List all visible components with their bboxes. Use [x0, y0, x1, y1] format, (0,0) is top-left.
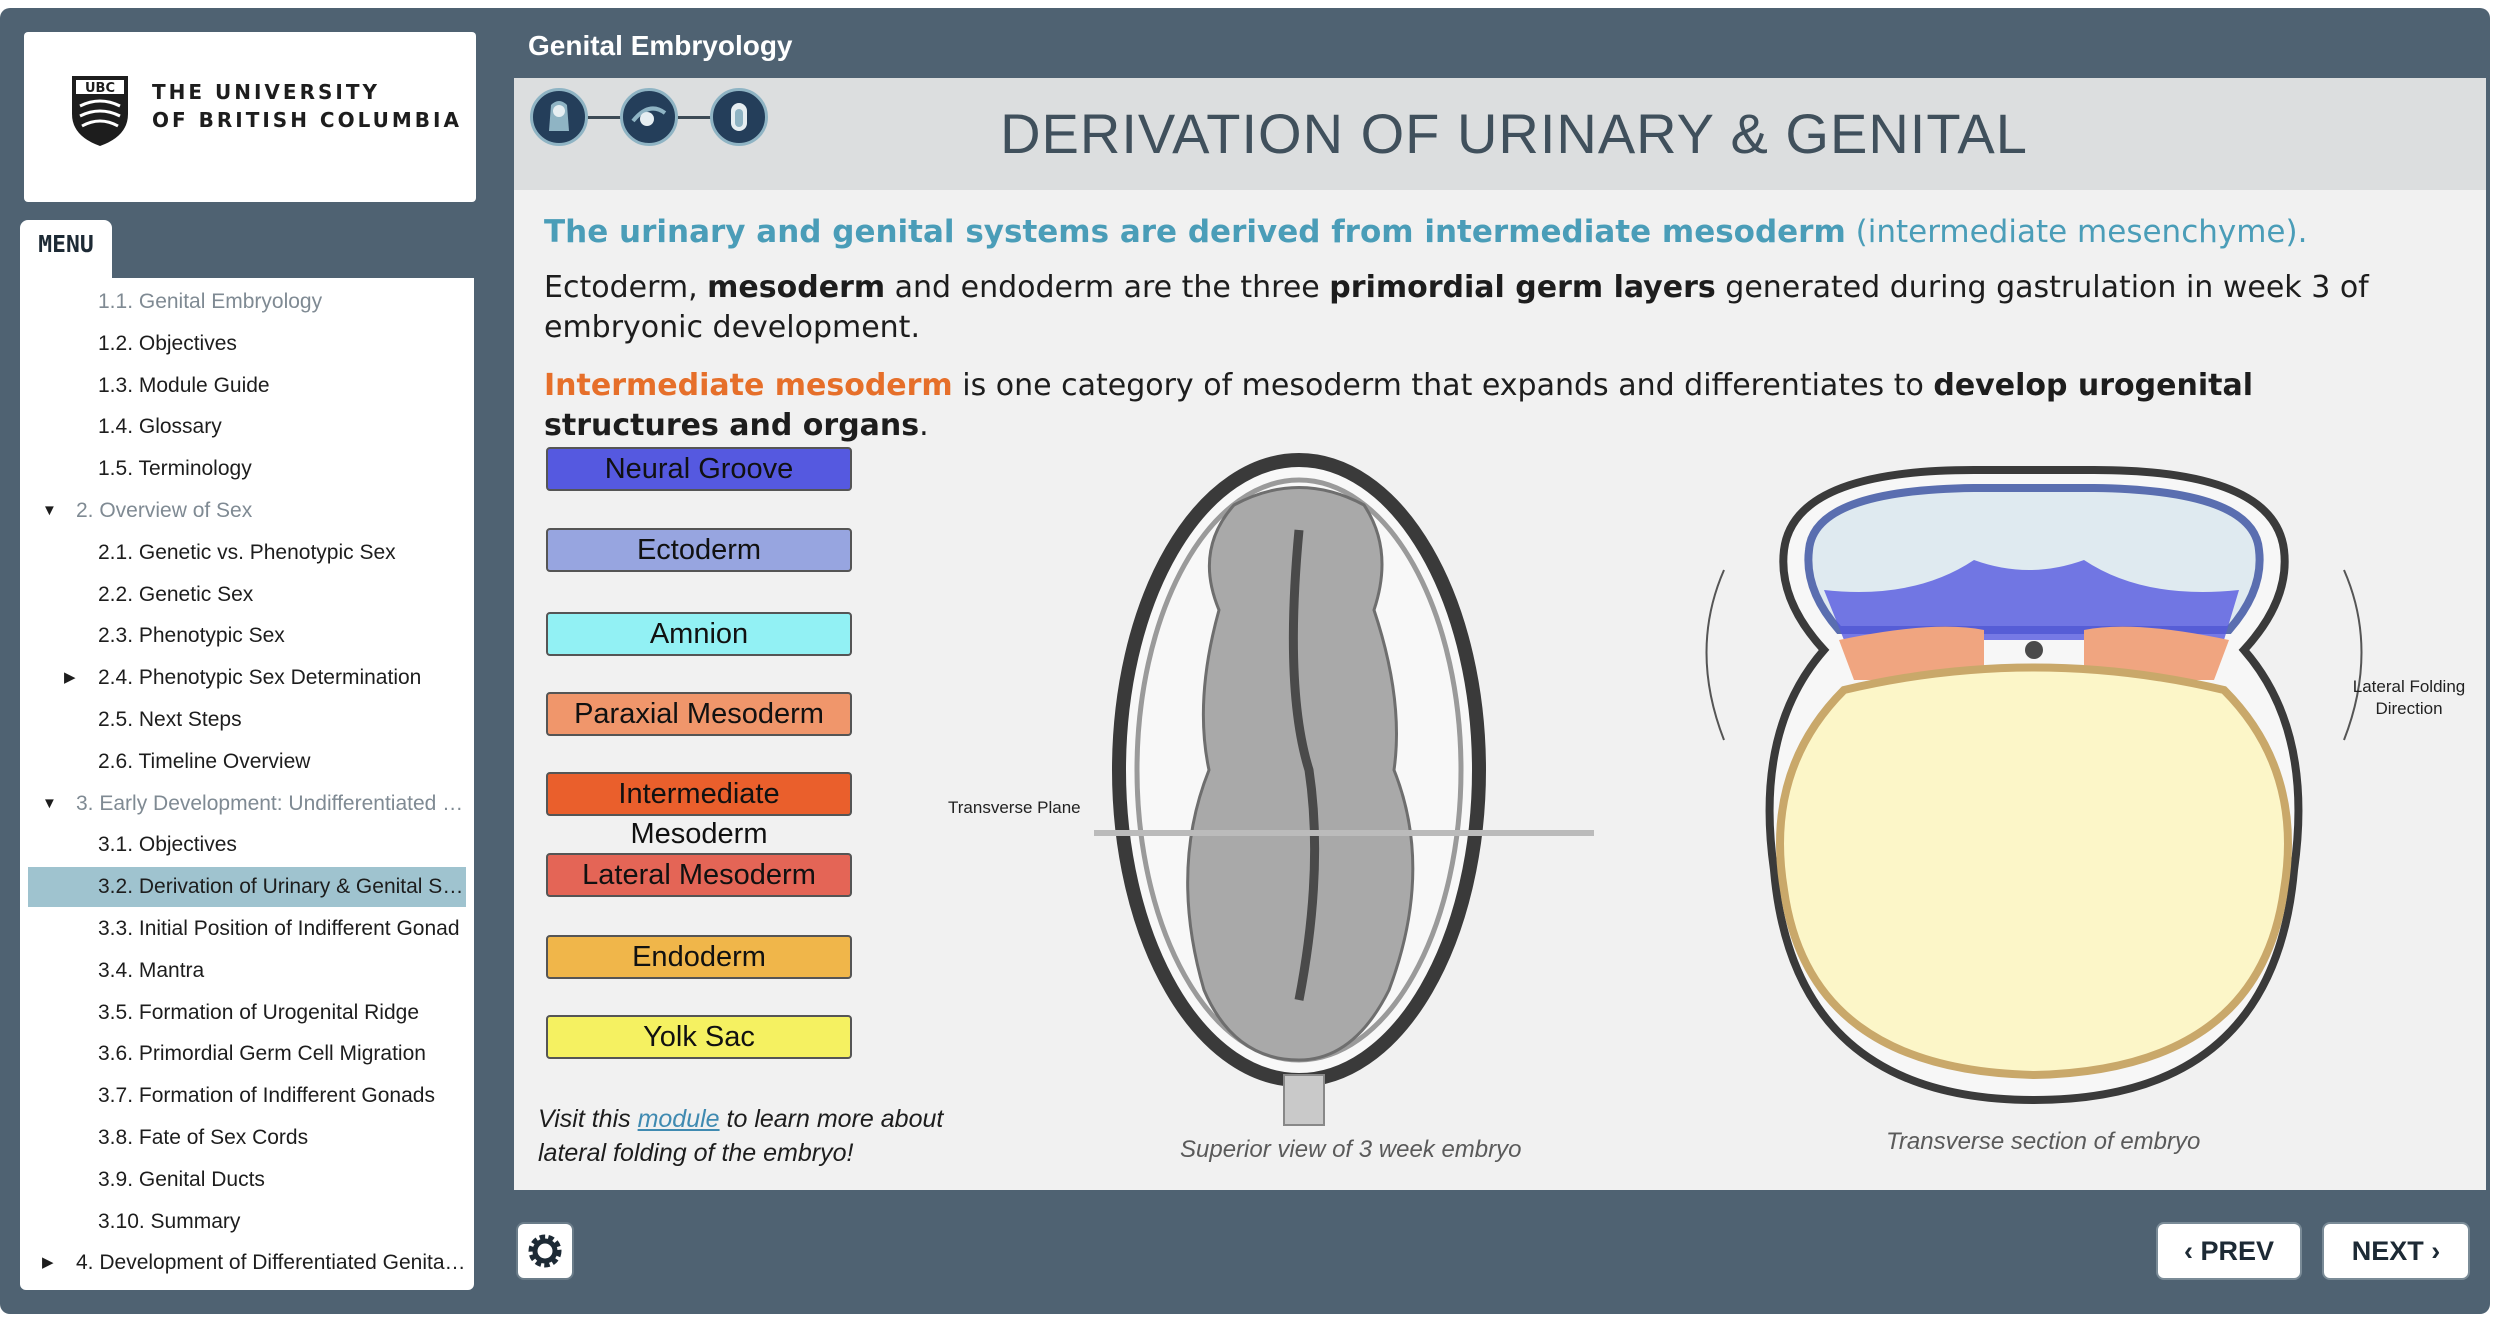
menu-item-label: 3.8. Fate of Sex Cords [98, 1126, 309, 1149]
legend-button[interactable]: Ectoderm [546, 528, 852, 572]
content-area: The urinary and genital systems are deri… [514, 190, 2486, 1190]
visit-note: Visit this module to learn more about la… [538, 1105, 944, 1167]
germ-cell-icon[interactable] [620, 88, 678, 146]
lateral-folding-label: Lateral Folding Direction [2352, 677, 2466, 718]
menu-item[interactable]: 3.8. Fate of Sex Cords [28, 1118, 466, 1158]
menu-item[interactable]: 2.1. Genetic vs. Phenotypic Sex [28, 533, 466, 573]
menu-item-label: 2.6. Timeline Overview [98, 749, 311, 773]
settings-button[interactable] [516, 1222, 574, 1280]
menu-item-label: 2.2. Genetic Sex [98, 582, 254, 606]
menu-item-label: 1.2. Objectives [98, 331, 237, 355]
menu-item-label: 2.5. Next Steps [98, 708, 242, 731]
legend-button[interactable]: Neural Groove [546, 447, 852, 491]
menu-item[interactable]: 3.2. Derivation of Urinary & Genital Sys… [28, 867, 466, 908]
menu-item-label: 1.4. Glossary [98, 415, 222, 439]
menu-item-label: 2.3. Phenotypic Sex [98, 624, 285, 648]
menu-item-label: 3.3. Initial Position of Indifferent Gon… [98, 917, 460, 940]
menu-item-label: 1.1. Genital Embryology [98, 290, 323, 313]
crest-text: UBC [85, 81, 115, 96]
transverse-section-figure [1705, 466, 2363, 1105]
breadcrumb: Genital Embryology [528, 30, 793, 61]
university-name: THE UNIVERSITY OF BRITISH COLUMBIA [152, 80, 462, 132]
germ-layer-paragraph: Ectoderm, mesoderm and endoderm are the … [544, 270, 2369, 345]
expand-caret-icon[interactable]: ▼ [42, 794, 57, 812]
menu-item-label: 1.3. Module Guide [98, 373, 270, 397]
expand-caret-icon[interactable]: ▼ [42, 502, 57, 519]
figure1-caption: Superior view of 3 week embryo [1180, 1136, 1522, 1163]
menu-item-label: 3.4. Mantra [98, 958, 205, 982]
menu-item-label: 1.5. Terminology [98, 457, 252, 481]
transverse-plane-label: Transverse Plane [948, 798, 1081, 817]
page-title: DERIVATION OF URINARY & GENITAL SYSTEMS [1000, 102, 2028, 277]
menu-item[interactable]: 3.10. Summary [28, 1202, 466, 1242]
legend-button[interactable]: Lateral Mesoderm [546, 853, 852, 897]
menu-item[interactable]: 2.6. Timeline Overview [28, 742, 466, 782]
menu-item-label: 2.4. Phenotypic Sex Determination [98, 666, 422, 690]
menu-item[interactable]: ▼ 3. Early Development: Undifferentiated … [28, 784, 466, 824]
menu-item[interactable]: 1.3. Module Guide [28, 366, 466, 406]
collapse-caret-icon[interactable]: ▶ [42, 1254, 54, 1272]
menu-item[interactable]: 2.5. Next Steps [28, 700, 466, 740]
university-logo: UBC THE UNIVERSITY OF BRITISH COLUMBIA [24, 32, 476, 202]
menu-item[interactable]: ▶ 4. Development of Differentiated Genita… [28, 1243, 466, 1283]
menu-item-label: 3.5. Formation of Urogenital Ridge [98, 1000, 419, 1024]
menu-item[interactable]: 1.2. Objectives [28, 324, 466, 364]
menu-item[interactable]: ▼ 2. Overview of Sex [28, 491, 466, 531]
menu-item-label: 3.10. Summary [98, 1209, 241, 1233]
menu-item[interactable]: 3.5. Formation of Urogenital Ridge [28, 993, 466, 1033]
menu-item[interactable]: 3.9. Genital Ducts [28, 1160, 466, 1200]
ubc-crest-icon: UBC [72, 76, 128, 146]
menu-item-label: 3.7. Formation of Indifferent Gonads [98, 1084, 435, 1108]
menu-item[interactable]: 1.1. Genital Embryology [28, 282, 466, 322]
menu-item-label: 3.9. Genital Ducts [98, 1167, 265, 1191]
menu-item-label: 3.1. Objectives [98, 833, 237, 857]
module-link[interactable]: module [637, 1105, 720, 1133]
legend-button[interactable]: Paraxial Mesoderm [546, 692, 852, 736]
intro-sentence: The urinary and genital systems are deri… [544, 214, 2308, 250]
menu-item[interactable]: 3.3. Initial Position of Indifferent Gon… [28, 909, 466, 949]
menu-item[interactable]: 3.6. Primordial Germ Cell Migration [28, 1034, 466, 1074]
next-button[interactable]: NEXT › [2322, 1222, 2470, 1280]
menu-item[interactable]: 3.1. Objectives [28, 825, 466, 865]
menu-item-label: 3. Early Development: Undifferentiated S… [76, 791, 466, 815]
menu-item-label: 2.1. Genetic vs. Phenotypic Sex [98, 540, 396, 564]
menu-item[interactable]: 1.5. Terminology [28, 449, 466, 489]
menu-panel[interactable]: 1.1. Genital Embryology 1.2. Objectives 1.… [20, 278, 474, 1290]
menu-item-label: 3.2. Derivation of Urinary & Genital Sys… [98, 875, 466, 899]
menu-item[interactable]: 2.2. Genetic Sex [28, 575, 466, 615]
menu-item[interactable]: 3.7. Formation of Indifferent Gonads [28, 1076, 466, 1116]
menu-tab[interactable]: MENU [20, 220, 112, 280]
menu-item[interactable]: 1.4. Glossary [28, 407, 466, 447]
gonad-icon[interactable] [710, 88, 768, 146]
superior-view-figure [1094, 453, 1594, 1126]
collapse-caret-icon[interactable]: ▶ [64, 669, 76, 687]
prev-button[interactable]: ‹ PREV [2156, 1222, 2302, 1280]
intermediate-mesoderm-paragraph: Intermediate mesoderm is one category of… [544, 368, 2253, 443]
chevron-left-icon: ‹ [2183, 1236, 2193, 1266]
menu-item[interactable]: 5. Conclusion [28, 1285, 466, 1290]
legend-button[interactable]: Yolk Sac [546, 1015, 852, 1059]
legend-button[interactable]: Intermediate Mesoderm [546, 772, 852, 850]
legend-button[interactable]: Endoderm [546, 935, 852, 979]
menu-item[interactable]: 2.3. Phenotypic Sex [28, 616, 466, 656]
menu-item-label: 3.6. Primordial Germ Cell Migration [98, 1042, 426, 1066]
title-bar: DERIVATION OF URINARY & GENITAL SYSTEMS [514, 78, 2486, 277]
embryo-icon[interactable] [530, 88, 588, 146]
menu-item-label: 4. Development of Differentiated Genital… [76, 1251, 466, 1275]
chevron-right-icon: › [2431, 1236, 2441, 1266]
menu-item[interactable]: ▶ 2.4. Phenotypic Sex Determination [28, 658, 466, 698]
menu-item[interactable]: 3.4. Mantra [28, 951, 466, 991]
figure2-caption: Transverse section of embryo [1886, 1128, 2201, 1155]
legend-button[interactable]: Amnion [546, 612, 852, 656]
menu-item-label: 2. Overview of Sex [76, 499, 253, 522]
gear-icon [528, 1234, 562, 1268]
